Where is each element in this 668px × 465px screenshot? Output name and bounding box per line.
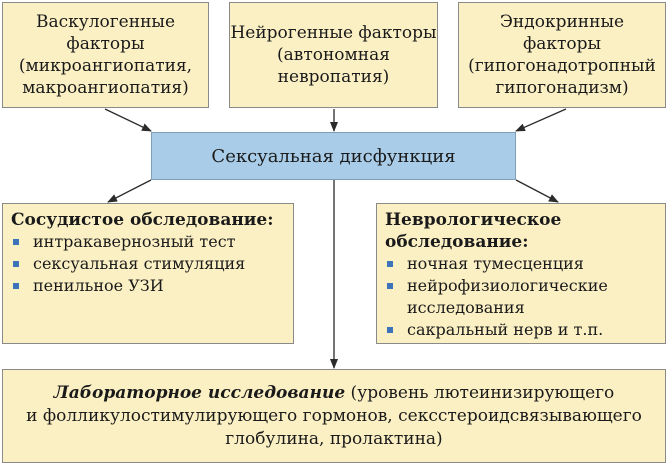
lab-exam-text-block: Лабораторное исследование (уровень лютеи… bbox=[26, 382, 642, 451]
list-item-text: нейрофизиологические исследования bbox=[407, 276, 608, 317]
list-item: сакральный нерв и т.п. bbox=[385, 319, 657, 341]
list-item-text: сакральный нерв и т.п. bbox=[407, 320, 604, 339]
bullet-icon bbox=[387, 283, 393, 289]
neurogenic-factors-label: Нейрогенные факторы (автономная невропат… bbox=[230, 23, 437, 87]
sexual-dysfunction-box: Сексуальная дисфункция bbox=[151, 132, 516, 180]
list-item: ночная тумесценция bbox=[385, 253, 657, 275]
neurogenic-factors-box: Нейрогенные факторы (автономная невропат… bbox=[229, 2, 438, 108]
list-item-text: ночная тумесценция bbox=[407, 254, 584, 273]
list-item: интракавернозный тест bbox=[11, 231, 285, 253]
list-item-text: пенильное УЗИ bbox=[33, 276, 164, 295]
neuro-exam-heading: Неврологическое обследование: bbox=[385, 210, 562, 252]
arrow-center-to-vascular-exam bbox=[107, 179, 152, 203]
list-item-text: интракавернозный тест bbox=[33, 232, 236, 251]
arrow-center-to-neuro-exam bbox=[515, 179, 559, 203]
neuro-exam-list: ночная тумесценция нейрофизиологические … bbox=[385, 253, 657, 341]
bullet-icon bbox=[13, 239, 19, 245]
list-item-text: сексуальная стимуляция bbox=[33, 254, 246, 273]
neuro-exam-box: Неврологическое обследование: ночная тум… bbox=[376, 203, 666, 344]
lab-exam-heading: Лабораторное исследование bbox=[53, 382, 346, 403]
list-item: нейрофизиологические исследования bbox=[385, 275, 657, 319]
vascular-factors-label: Васкулогенные факторы (микроангиопатия, … bbox=[18, 12, 193, 98]
vascular-exam-box: Сосудистое обследование: интракавернозны… bbox=[2, 203, 294, 344]
endocrine-factors-label: Эндокринные факторы (гипогонадотропный г… bbox=[468, 12, 656, 98]
bullet-icon bbox=[387, 261, 393, 267]
vascular-factors-box: Васкулогенные факторы (микроангиопатия, … bbox=[2, 2, 209, 108]
vascular-exam-list: интракавернозный тест сексуальная стимул… bbox=[11, 231, 285, 297]
arrow-endocrine-to-center bbox=[515, 108, 567, 132]
bullet-icon bbox=[387, 327, 393, 333]
endocrine-factors-box: Эндокринные факторы (гипогонадотропный г… bbox=[458, 2, 666, 108]
bullet-icon bbox=[13, 283, 19, 289]
sexual-dysfunction-label: Сексуальная дисфункция bbox=[211, 145, 456, 167]
arrow-vascular-to-center bbox=[104, 108, 152, 132]
list-item: пенильное УЗИ bbox=[11, 275, 285, 297]
list-item: сексуальная стимуляция bbox=[11, 253, 285, 275]
lab-exam-details: (уровень лютеинизирующего и фолликулости… bbox=[26, 382, 642, 449]
lab-exam-box: Лабораторное исследование (уровень лютеи… bbox=[2, 369, 666, 463]
bullet-icon bbox=[13, 261, 19, 267]
vascular-exam-heading: Сосудистое обследование: bbox=[11, 210, 274, 230]
